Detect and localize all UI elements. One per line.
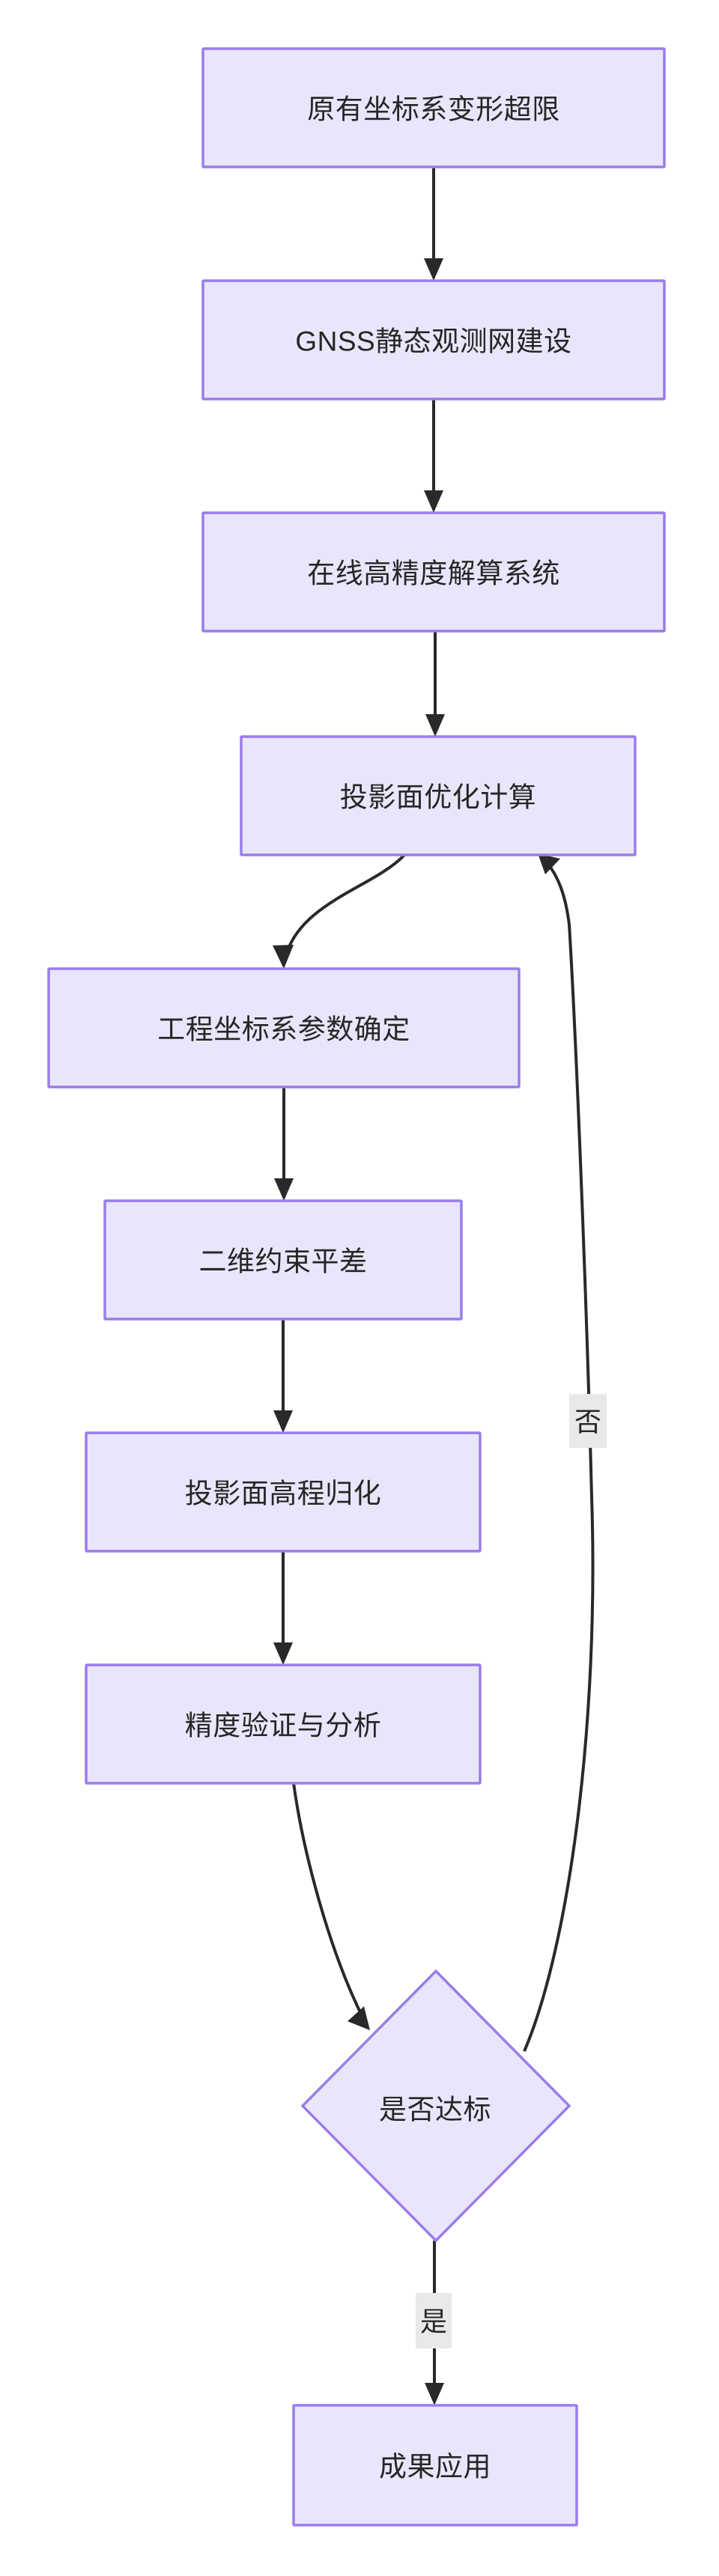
edge-label-text: 否 <box>574 1407 601 1437</box>
node-decision-meets-standard[interactable]: 是否达标 <box>300 1969 571 2243</box>
edge-label-yes: 是 <box>416 2293 452 2348</box>
edge-label-background <box>416 2293 452 2348</box>
edge-label-background <box>569 1394 607 1448</box>
node-2d-constrained-adjustment[interactable]: 二维约束平差 <box>103 1199 463 1321</box>
edge-n1-n2 <box>424 167 443 281</box>
arrow-head-icon <box>274 1178 294 1201</box>
node-gnss-static-network[interactable]: GNSS静态观测网建设 <box>201 279 666 401</box>
node-label: 成果应用 <box>379 2452 491 2482</box>
edge-n2-n3 <box>424 399 443 513</box>
node-label: 精度验证与分析 <box>185 1711 382 1741</box>
edge-n4-n5 <box>273 853 406 969</box>
node-label: 投影面优化计算 <box>340 782 537 813</box>
node-label: 投影面高程归化 <box>185 1479 382 1509</box>
node-projection-plane-height-reduction[interactable]: 投影面高程归化 <box>85 1431 482 1553</box>
edge-n9-n4 <box>523 853 595 2052</box>
node-shape-rect <box>201 47 666 168</box>
edge-n5-n6 <box>274 1087 294 1201</box>
node-original-coordinate-deformation[interactable]: 原有坐标系变形超限 <box>201 47 666 168</box>
edge-label-layer: 否 是 <box>416 1394 607 2348</box>
arrow-head-icon <box>348 2006 370 2030</box>
arrow-head-icon <box>425 714 445 737</box>
node-engineering-coordinate-parameters[interactable]: 工程坐标系参数确定 <box>47 967 521 1088</box>
node-shape-diamond <box>300 1969 571 2243</box>
node-shape-rect <box>292 2404 578 2527</box>
arrow-head-icon <box>273 945 294 969</box>
arrow-head-icon <box>273 1642 293 1665</box>
node-label: GNSS静态观测网建设 <box>295 326 571 357</box>
node-label: 是否达标 <box>379 2095 491 2125</box>
edge-n3-n4 <box>425 631 445 737</box>
node-label: 工程坐标系参数确定 <box>157 1014 410 1045</box>
edge-label-no: 否 <box>569 1394 607 1448</box>
node-shape-rect <box>201 511 666 633</box>
node-shape-rect <box>85 1663 482 1785</box>
node-label: 二维约束平差 <box>199 1246 368 1277</box>
node-accuracy-verification-analysis[interactable]: 精度验证与分析 <box>85 1663 482 1785</box>
edge-label-text: 是 <box>420 2306 447 2337</box>
node-label: 原有坐标系变形超限 <box>307 94 560 125</box>
arrow-head-icon <box>424 258 443 281</box>
node-label: 在线高精度解算系统 <box>307 558 560 589</box>
node-shape-rect <box>103 1199 463 1321</box>
node-projection-plane-optimization[interactable]: 投影面优化计算 <box>240 735 637 856</box>
edge-n6-n7 <box>273 1319 293 1433</box>
node-result-application[interactable]: 成果应用 <box>292 2404 578 2527</box>
edge-layer <box>273 167 595 2405</box>
node-shape-rect <box>85 1431 482 1553</box>
node-shape-rect <box>201 279 666 401</box>
arrow-head-icon <box>425 2383 444 2405</box>
node-shape-rect <box>240 735 637 856</box>
node-online-high-precision-solution[interactable]: 在线高精度解算系统 <box>201 511 666 633</box>
edge-n7-n8 <box>273 1551 293 1665</box>
arrow-head-icon <box>424 490 443 513</box>
edge-n8-n9 <box>292 1782 370 2030</box>
node-shape-rect <box>47 967 521 1088</box>
arrow-head-icon <box>273 1410 293 1433</box>
arrow-head-icon <box>538 853 560 874</box>
node-layer: 原有坐标系变形超限 GNSS静态观测网建设 在线高精度解算系统 投影面优化计算 … <box>47 47 666 2527</box>
